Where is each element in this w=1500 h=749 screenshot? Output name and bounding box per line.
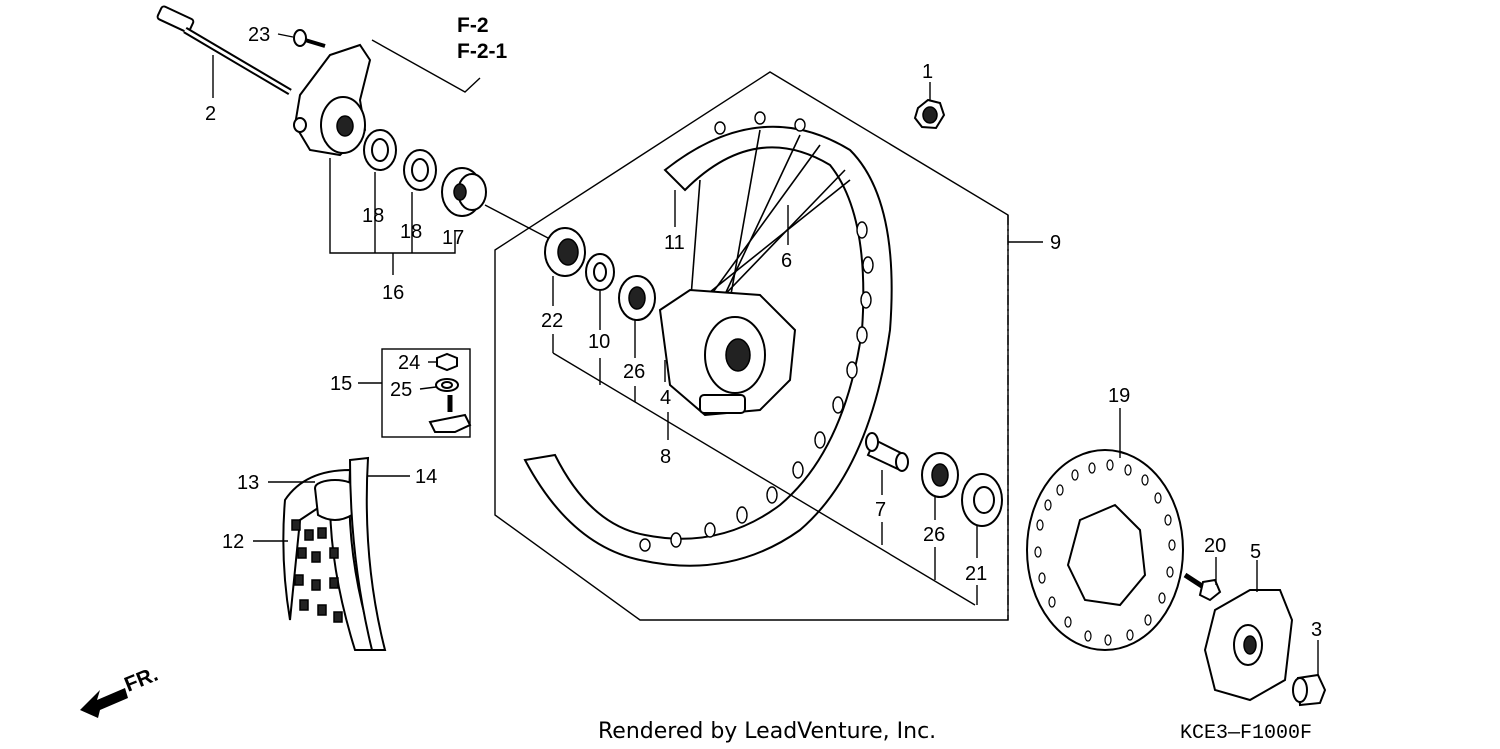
callout-1: 1 bbox=[922, 61, 933, 83]
reference-f2[interactable]: F-2 bbox=[457, 14, 489, 37]
side-collar bbox=[1292, 673, 1327, 707]
axle-nut bbox=[913, 98, 946, 130]
callout-2: 2 bbox=[205, 103, 216, 125]
rim bbox=[523, 111, 893, 567]
callout-12: 12 bbox=[222, 531, 244, 553]
hub-flange bbox=[1203, 589, 1294, 702]
callout-20: 20 bbox=[1204, 535, 1226, 557]
bearing-26-lower bbox=[921, 452, 959, 498]
callout-13: 13 bbox=[237, 472, 259, 494]
callout-24: 24 bbox=[398, 352, 420, 374]
callout-16: 16 bbox=[382, 282, 404, 304]
tire bbox=[282, 468, 377, 651]
callout-10: 10 bbox=[588, 331, 610, 353]
reference-f2-1[interactable]: F-2-1 bbox=[457, 40, 507, 63]
callout-19: 19 bbox=[1108, 385, 1130, 407]
callout-25: 25 bbox=[390, 379, 412, 401]
callout-14: 14 bbox=[415, 466, 437, 488]
spacer-collar bbox=[865, 432, 909, 472]
callout-7: 7 bbox=[875, 499, 886, 521]
callout-3: 3 bbox=[1311, 619, 1322, 641]
screw bbox=[293, 29, 326, 48]
callout-4: 4 bbox=[660, 387, 671, 409]
diagram-code: KCE3—F1000F bbox=[1180, 722, 1312, 745]
callout-23: 23 bbox=[248, 24, 270, 46]
rendered-by-credit: Rendered by LeadVenture, Inc. bbox=[598, 719, 936, 744]
spokes bbox=[689, 129, 851, 311]
direction-label: FR. bbox=[121, 663, 161, 697]
callout-21: 21 bbox=[965, 563, 987, 585]
leader-lines bbox=[212, 33, 1319, 675]
bearing-26-upper bbox=[618, 275, 656, 321]
front-direction-arrow: FR. bbox=[80, 663, 161, 718]
callout-26b: 26 bbox=[923, 524, 945, 546]
speedometer-gearbox bbox=[293, 43, 372, 157]
rim-band bbox=[348, 456, 387, 651]
inner-tube bbox=[314, 479, 356, 521]
hub bbox=[658, 288, 797, 417]
speedometer-gear bbox=[441, 167, 487, 217]
callout-6: 6 bbox=[781, 250, 792, 272]
washers bbox=[363, 129, 437, 191]
callouts: 1 2 3 4 5 6 7 8 9 10 11 12 13 14 15 16 1… bbox=[205, 24, 1322, 641]
callout-22: 22 bbox=[541, 310, 563, 332]
callout-18b: 18 bbox=[400, 221, 422, 243]
callout-17: 17 bbox=[442, 227, 464, 249]
callout-11: 11 bbox=[664, 232, 685, 254]
callout-9: 9 bbox=[1050, 232, 1061, 254]
callout-18a: 18 bbox=[362, 205, 384, 227]
rim-lock-kit bbox=[381, 348, 472, 438]
axle bbox=[156, 5, 292, 96]
brake-disk bbox=[1026, 449, 1184, 651]
bearing-left bbox=[544, 227, 586, 277]
callout-8: 8 bbox=[660, 446, 671, 468]
disk-bolt bbox=[1183, 572, 1222, 602]
dust-seal-right bbox=[961, 473, 1003, 527]
callout-5: 5 bbox=[1250, 541, 1261, 563]
callout-26a: 26 bbox=[623, 361, 645, 383]
callout-15: 15 bbox=[330, 373, 352, 395]
dust-seal bbox=[585, 253, 615, 291]
